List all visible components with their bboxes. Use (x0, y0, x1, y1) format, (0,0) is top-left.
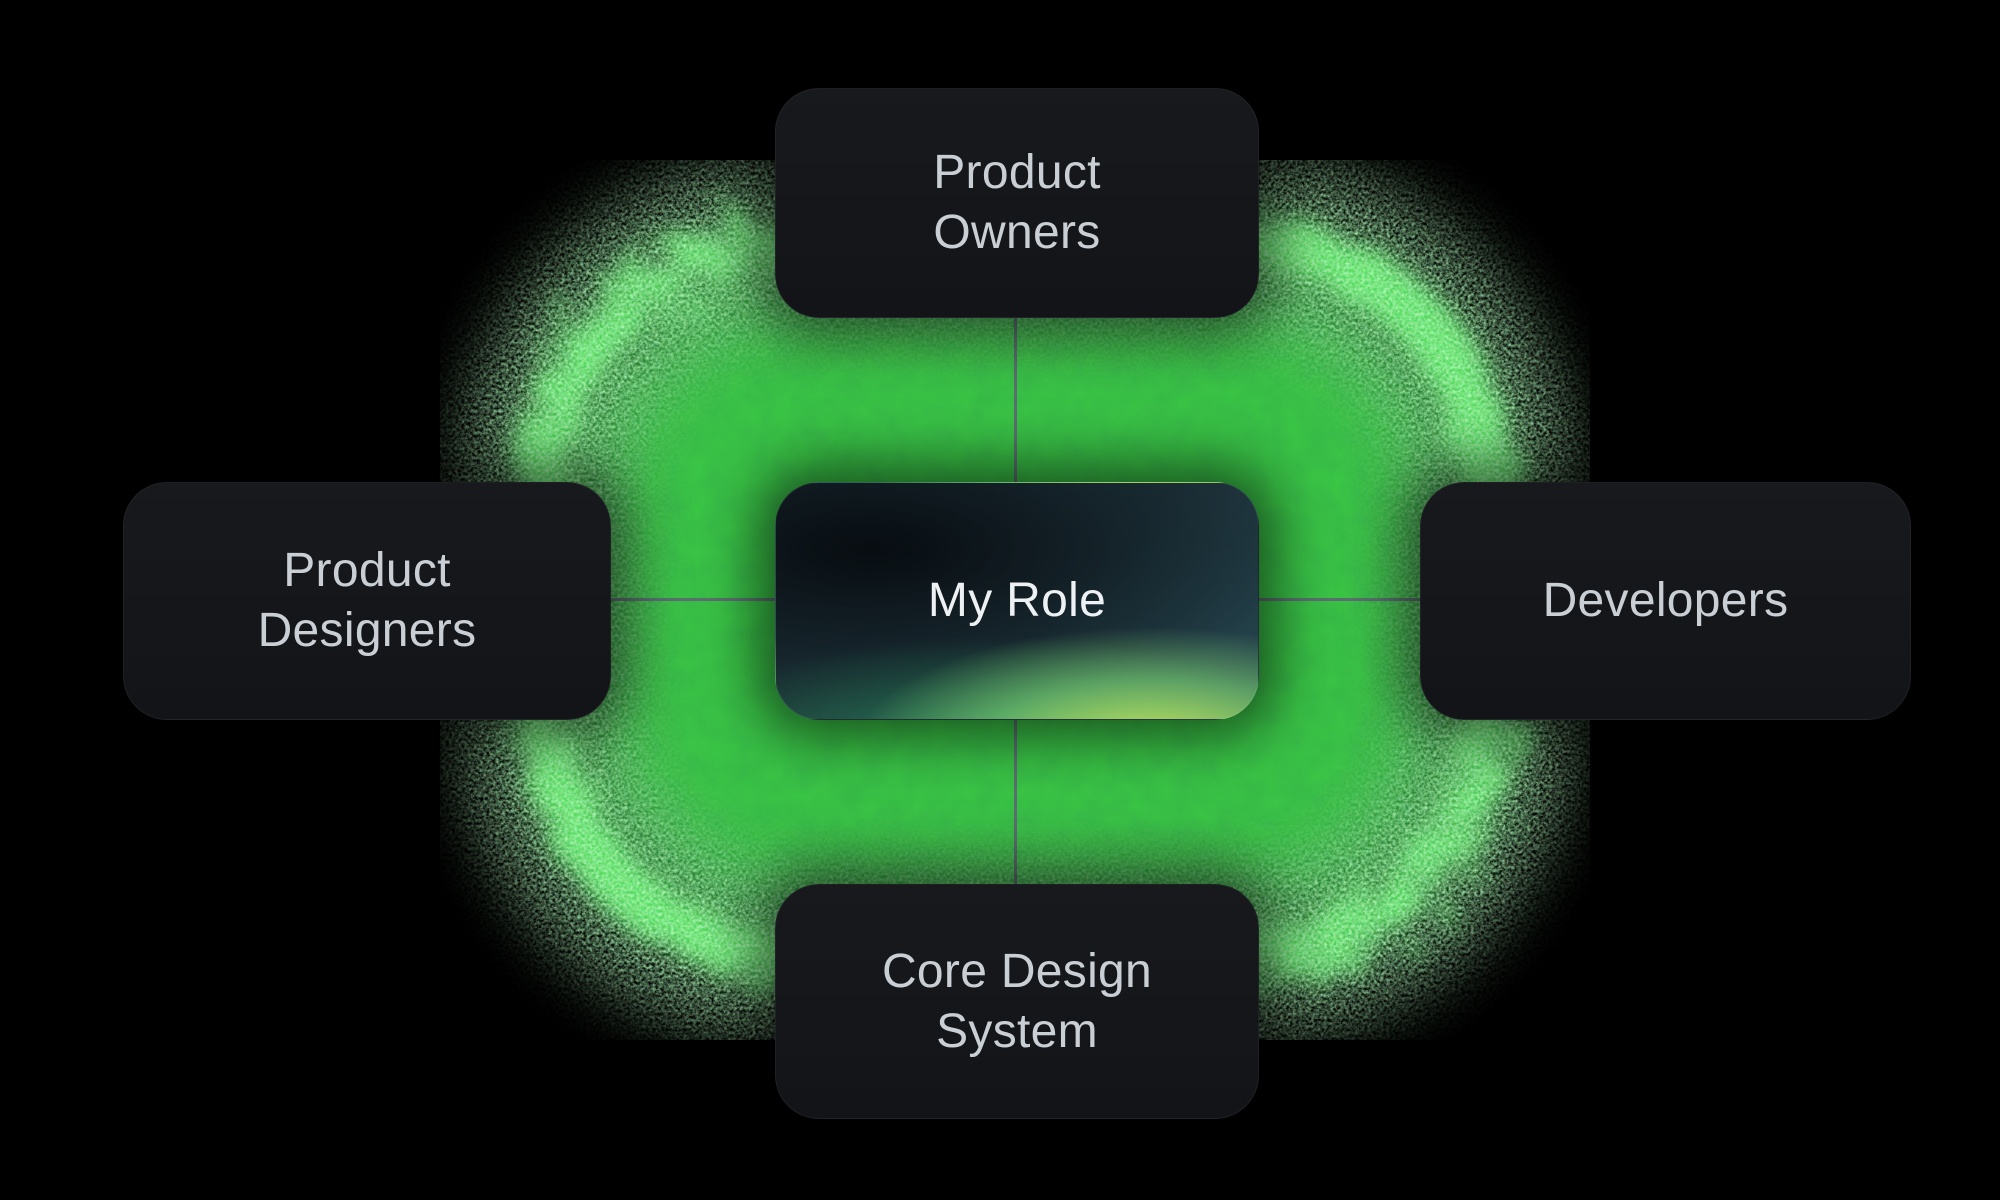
node-core-design-system: Core Design System (775, 884, 1259, 1119)
node-label: Product Designers (257, 544, 477, 657)
node-my-role: My Role (775, 482, 1259, 720)
node-developers: Developers (1420, 482, 1911, 720)
node-label: Product Owners (933, 146, 1101, 259)
node-product-designers: Product Designers (123, 482, 611, 720)
node-label: Core Design System (881, 944, 1153, 1058)
connector-left (607, 598, 777, 601)
connector-right (1255, 598, 1422, 601)
connector-bottom (1014, 716, 1017, 886)
center-node-label: My Role (927, 574, 1107, 627)
node-product-owners: Product Owners (775, 88, 1259, 318)
node-label: Developers (1542, 574, 1789, 627)
connector-top (1014, 316, 1017, 484)
